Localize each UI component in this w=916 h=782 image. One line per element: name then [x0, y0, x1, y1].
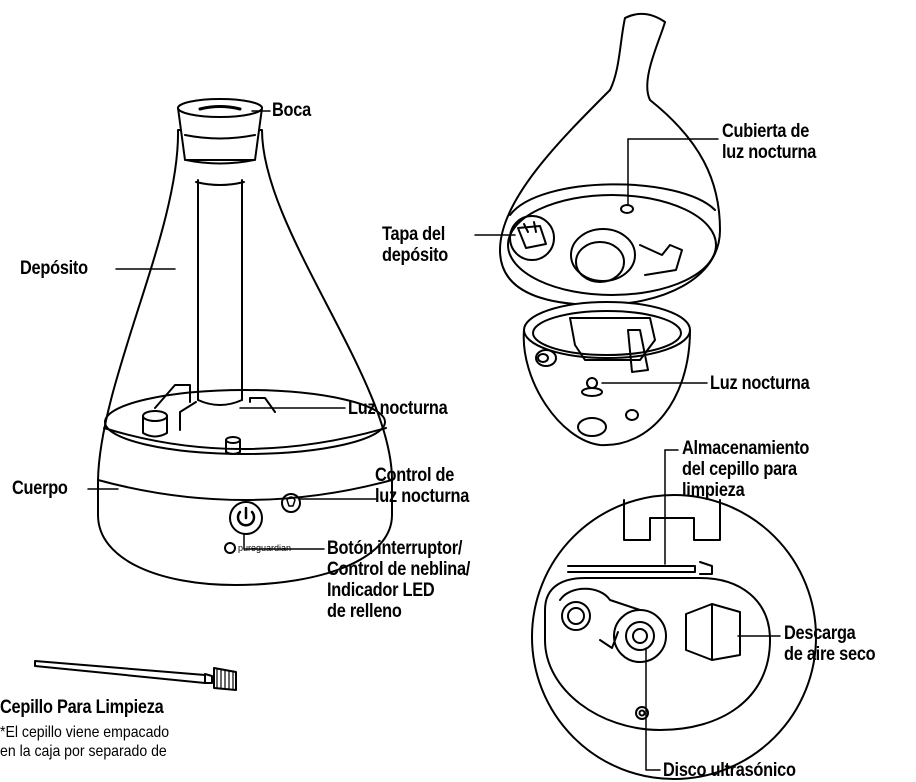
base-top-view — [532, 495, 816, 779]
note-cepillo: *El cepillo viene empacado en la caja po… — [0, 723, 169, 761]
label-cepillo: Cepillo Para Limpieza — [0, 697, 163, 718]
label-boca: Boca — [272, 100, 311, 121]
label-cubierta-luz: Cubierta de luz nocturna — [722, 121, 816, 163]
label-control-luz: Control de luz nocturna — [375, 465, 469, 507]
label-descarga: Descarga de aire seco — [784, 623, 875, 665]
cleaning-brush — [35, 661, 236, 690]
logo-text: pureguardian — [238, 543, 291, 553]
label-boton-interruptor: Botón interruptor/ Control de neblina/ I… — [327, 538, 470, 622]
tank-inverted — [500, 14, 720, 305]
label-tapa-deposito: Tapa del depósito — [382, 224, 448, 266]
label-cuerpo: Cuerpo — [12, 478, 68, 499]
label-luz-nocturna-bowl: Luz nocturna — [710, 373, 809, 394]
label-almacenamiento: Almacenamiento del cepillo para limpieza — [682, 438, 809, 501]
humidifier-main: pureguardian — [98, 99, 392, 585]
base-bowl — [524, 302, 690, 445]
label-luz-nocturna-main: Luz nocturna — [348, 398, 447, 419]
label-deposito: Depósito — [20, 258, 88, 279]
label-disco: Disco ultrasónico — [663, 760, 796, 781]
